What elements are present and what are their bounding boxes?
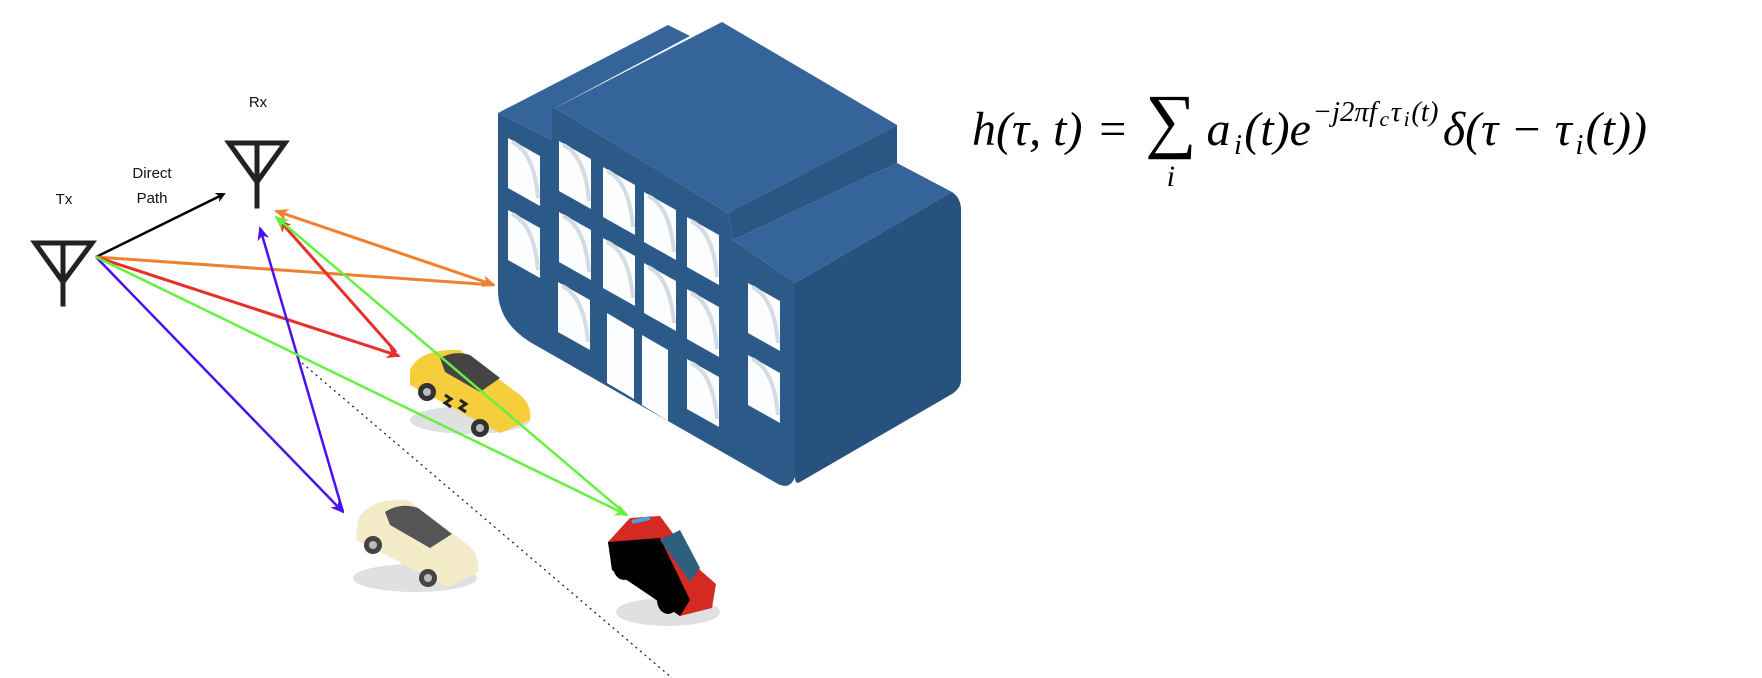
exp-tau: τ bbox=[1390, 95, 1402, 128]
direct-path-label-line2: Path bbox=[137, 190, 168, 207]
building-window bbox=[508, 210, 540, 278]
formula-lhs: h(τ, t) bbox=[972, 103, 1083, 156]
window-reflection bbox=[690, 361, 719, 420]
green-path-redcar-rx-arrow bbox=[274, 215, 628, 516]
building-window bbox=[687, 359, 719, 427]
amp-base: a bbox=[1206, 103, 1231, 156]
taxi-car bbox=[410, 349, 531, 437]
window-reflection bbox=[751, 285, 780, 344]
building-window bbox=[644, 263, 676, 331]
building-window bbox=[603, 238, 635, 306]
window-reflection bbox=[606, 169, 635, 228]
building-window bbox=[558, 282, 590, 350]
exp-pre: −j2πf bbox=[1312, 95, 1377, 128]
window-reflection bbox=[562, 214, 591, 273]
building-window bbox=[748, 283, 780, 351]
building bbox=[498, 22, 961, 486]
window-reflection bbox=[606, 240, 635, 299]
orange-path-tx-building bbox=[95, 255, 495, 287]
window-reflection bbox=[647, 265, 676, 324]
delta-close: (t)) bbox=[1585, 103, 1647, 156]
door-right bbox=[642, 335, 668, 421]
red-path-taxi-rx-arrow bbox=[277, 218, 398, 353]
exp-base: e bbox=[1289, 103, 1311, 156]
building-window bbox=[748, 355, 780, 423]
direct-path-arrow bbox=[95, 192, 226, 259]
tx-label: Tx bbox=[56, 191, 73, 208]
white-car bbox=[353, 499, 479, 592]
direct-path-label-line1: Direct bbox=[132, 165, 172, 182]
exp-fsub: c bbox=[1379, 106, 1390, 131]
exp-arg: (t) bbox=[1411, 95, 1439, 128]
building-window bbox=[508, 138, 540, 206]
amp-sub: i bbox=[1233, 128, 1242, 161]
tx-antenna-icon bbox=[30, 240, 97, 307]
windows bbox=[508, 138, 780, 427]
delta-sub: i bbox=[1575, 128, 1584, 161]
building-window bbox=[603, 167, 635, 235]
window-reflection bbox=[511, 212, 540, 271]
sum-symbol: ∑ bbox=[1145, 80, 1197, 160]
exp-tausub: i bbox=[1403, 106, 1410, 131]
amp-arg: (t) bbox=[1244, 103, 1290, 156]
orange-path-building-rx-arrow bbox=[274, 209, 496, 287]
rx-antenna-icon bbox=[224, 140, 290, 209]
formula-equals: = bbox=[1099, 103, 1127, 156]
window-reflection bbox=[511, 140, 540, 199]
window-reflection bbox=[690, 219, 719, 278]
window-reflection bbox=[562, 143, 591, 202]
sum-index: i bbox=[1166, 160, 1175, 193]
window-reflection bbox=[561, 284, 590, 343]
red-path-tx-taxi-arrow bbox=[95, 255, 401, 358]
building-window bbox=[559, 141, 591, 209]
blue-path-whitecar-rx-arrow bbox=[257, 226, 345, 513]
window-reflection bbox=[751, 357, 780, 416]
building-window bbox=[687, 289, 719, 357]
rx-label: Rx bbox=[249, 94, 268, 111]
delta-open: δ(τ − τ bbox=[1442, 103, 1572, 156]
building-window bbox=[559, 212, 591, 280]
building-window bbox=[644, 192, 676, 260]
window-reflection bbox=[690, 291, 719, 350]
door-left bbox=[607, 313, 634, 399]
blue-path-tx-whitecar-arrow bbox=[95, 256, 345, 514]
green-path-tx-redcar-arrow bbox=[95, 255, 629, 517]
building-window bbox=[687, 217, 719, 285]
formula-sum: ∑ i bbox=[1145, 84, 1196, 192]
window-reflection bbox=[647, 194, 676, 253]
red-car bbox=[608, 516, 720, 626]
